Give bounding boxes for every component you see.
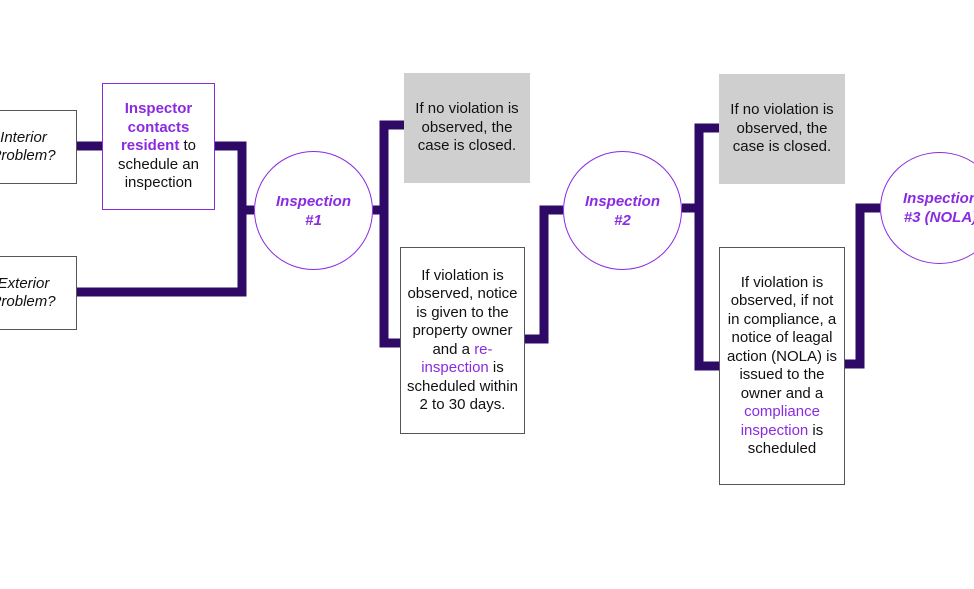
interior-problem-label: Interior Problem? — [0, 128, 56, 165]
inspection-3-label: Inspection #3 (NOLA) — [902, 190, 974, 226]
no-violation-box-2: If no violation is observed, the case is… — [719, 74, 845, 184]
violation-box-2: If violation is observed, if not in comp… — [719, 247, 845, 485]
violation-text-1: If violation is observed, notice is give… — [406, 267, 519, 415]
inspector-contacts-highlight: Inspector contacts resident — [120, 100, 193, 155]
violation-box-1: If violation is observed, notice is give… — [400, 247, 525, 434]
interior-problem-box: Interior Problem? — [0, 110, 77, 184]
inspection-1-circle: Inspection #1 — [254, 151, 373, 270]
violation-1-text-before: If violation is observed, notice is give… — [407, 266, 518, 358]
connector-inspection-2-branch — [682, 123, 719, 371]
inspection-2-label: Inspection #2 — [584, 192, 660, 229]
no-violation-box-1: If no violation is observed, the case is… — [404, 73, 530, 183]
no-violation-text-1: If no violation is observed, the case is… — [415, 100, 519, 155]
exterior-problem-label: Exterior Problem? — [0, 274, 56, 311]
compliance-inspection-highlight: compliance inspection — [740, 403, 820, 439]
inspector-contacts-text: Inspector contacts resident to schedule … — [108, 100, 209, 193]
inspection-1-label: Inspection #1 — [275, 192, 351, 229]
violation-2-text-after: is scheduled — [747, 421, 824, 458]
inspection-3-circle: Inspection #3 (NOLA) — [880, 152, 974, 264]
violation-text-2: If violation is observed, if not in comp… — [725, 274, 839, 459]
connector-contact-to-merge — [77, 141, 247, 297]
re-inspection-highlight: re-inspection — [421, 340, 493, 377]
no-violation-text-2: If no violation is observed, the case is… — [730, 101, 834, 156]
violation-1-text-after: is scheduled within 2 to 30 days. — [407, 359, 518, 413]
inspector-contacts-rest: to schedule an inspection — [118, 137, 199, 192]
violation-2-text-before: If violation is observed, if not in comp… — [726, 273, 838, 402]
connector-violation-2-to-inspection-3 — [845, 203, 880, 369]
inspection-2-circle: Inspection #2 — [563, 151, 682, 270]
connector-inspection-1-branch — [373, 120, 404, 348]
connector-violation-1-to-inspection-2 — [525, 205, 563, 344]
exterior-problem-box: Exterior Problem? — [0, 256, 77, 330]
inspector-contacts-box: Inspector contacts resident to schedule … — [102, 83, 215, 210]
